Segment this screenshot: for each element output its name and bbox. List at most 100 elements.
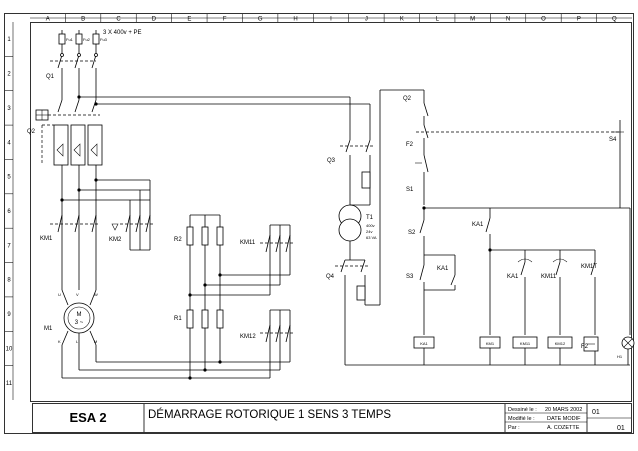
drawn-value: 20 MARS 2002 xyxy=(545,407,582,413)
q1-label: Q1 xyxy=(46,74,55,80)
km11-timed-label: KM11 xyxy=(541,274,557,280)
fuse-label-3: Fu3 xyxy=(100,37,108,42)
grid-column-label: N xyxy=(506,17,510,23)
fuse-3 xyxy=(92,33,100,45)
supply-label: 3 X 400v + PE xyxy=(103,30,142,36)
motor-terminal-m: M xyxy=(94,339,97,344)
motor-terminal-u: U xyxy=(58,292,61,297)
t1-name: T1 xyxy=(366,215,374,221)
by-label: Par : xyxy=(508,425,520,431)
resistor-r1c xyxy=(216,309,224,329)
coil-ka1-label: KA1 xyxy=(420,341,428,346)
t1-power: 63 VA xyxy=(366,235,377,240)
grid-row-label: 6 xyxy=(7,209,11,215)
grid-row-label: 5 xyxy=(7,175,11,181)
grid-row-label: 11 xyxy=(6,381,13,387)
fuses-q3: Q3 xyxy=(327,139,375,205)
grid-column-label: C xyxy=(116,17,121,23)
q4-fuse xyxy=(356,285,366,301)
grid-column-label: F xyxy=(223,17,227,23)
grid-column-label: G xyxy=(258,17,263,23)
fuse-label-2: Fu2 xyxy=(83,37,91,42)
control-circuit: Q2 F2 S1 S4 S2 KA1 S3 xyxy=(403,90,635,365)
motor-terminal-l: L xyxy=(76,339,79,344)
km12-power-label: KM12 xyxy=(240,334,256,340)
km1t-label: KM1T xyxy=(581,264,597,270)
coil-km12-label: KM12 xyxy=(555,341,566,346)
resistor-r1: R1 xyxy=(174,273,224,329)
lamp-label: H1 xyxy=(617,354,623,359)
contactor-km1-power: KM1 xyxy=(40,214,100,242)
fuse-2 xyxy=(75,33,83,45)
motor-symbol: M xyxy=(77,312,82,318)
s4-label: S4 xyxy=(609,137,617,143)
grid-column-label: P xyxy=(577,17,581,23)
title-block: ESA 2 DÉMARRAGE ROTORIQUE 1 SENS 3 TEMPS… xyxy=(32,403,632,433)
t1-secondary: 24v xyxy=(366,229,372,234)
grid-column-label: A xyxy=(46,17,50,23)
by-value: A. COZETTE xyxy=(547,425,580,431)
contactor-km11: KM11 xyxy=(190,224,295,296)
grid-column-label: I xyxy=(330,17,332,23)
fuse-group: Fu1 Fu2 Fu3 xyxy=(58,30,108,55)
f2-relay-label: F2 xyxy=(581,344,589,350)
f2-label: F2 xyxy=(406,142,414,148)
transformer-t1: T1 400v 24v 63 VA xyxy=(338,204,377,260)
km2-label: KM2 xyxy=(109,237,122,243)
sheet-number: 01 xyxy=(592,409,600,416)
contactor-km12: KM12 xyxy=(188,309,295,380)
q2-label: Q2 xyxy=(27,129,36,135)
resistor-r2b xyxy=(201,226,209,246)
r1-label: R1 xyxy=(174,316,182,322)
breaker-q2: Q2 xyxy=(27,99,103,166)
grid-column-label: Q xyxy=(612,17,617,23)
q4-label: Q4 xyxy=(326,274,335,280)
resistor-r2a xyxy=(186,226,194,246)
grid-column-label: H xyxy=(293,17,297,23)
grid-row-label: 7 xyxy=(7,243,11,249)
drawing-title: DÉMARRAGE ROTORIQUE 1 SENS 3 TEMPS xyxy=(148,408,391,421)
motor-terminal-w: W xyxy=(94,292,98,297)
motor-terminal-v: V xyxy=(76,292,79,297)
grid-column-label: O xyxy=(541,17,546,23)
isolator-q1: Q1 xyxy=(46,53,98,100)
resistor-r2c xyxy=(216,226,224,246)
motor-terminal-k: K xyxy=(58,339,61,344)
fuse-label-1: Fu1 xyxy=(66,37,74,42)
km11-power-label: KM11 xyxy=(240,240,256,246)
t1-primary: 400v xyxy=(366,223,375,228)
motor-m1: M 3 ~ M1 U V W K L M xyxy=(44,289,98,346)
grid-row-label: 8 xyxy=(7,278,11,284)
q3-label: Q3 xyxy=(327,158,336,164)
drawn-label: Dessiné le : xyxy=(508,407,537,413)
km1-power-label: KM1 xyxy=(40,236,53,242)
modified-label: Modifié le : xyxy=(508,416,535,422)
grid-column-label: M xyxy=(470,17,475,23)
grid-column-label: D xyxy=(152,17,157,23)
grid-column-label: B xyxy=(81,17,85,23)
grid-column-label: K xyxy=(400,17,404,23)
breaker-q4: Q4 xyxy=(326,89,630,366)
contactor-km2-power: KM2 xyxy=(60,178,155,251)
s1-label: S1 xyxy=(406,187,414,193)
coil-km11-label: KM11 xyxy=(520,341,531,346)
s2-label: S2 xyxy=(408,230,416,236)
motor-phase: 3 ~ xyxy=(75,320,84,326)
ka1-timed-label: KA1 xyxy=(507,274,519,280)
m1-label: M1 xyxy=(44,326,53,332)
coil-km1-label: KM1 xyxy=(486,341,495,346)
resistor-r1a xyxy=(186,309,194,329)
grid-row-label: 3 xyxy=(7,106,11,112)
r2-label: R2 xyxy=(174,237,182,243)
outer-frame xyxy=(4,13,634,434)
grid-row-label: 1 xyxy=(7,37,11,43)
fuse-1 xyxy=(58,33,66,45)
ka1-contact-label: KA1 xyxy=(472,222,484,228)
modified-value: DATE MODIF xyxy=(547,416,581,422)
grid-row-label: 4 xyxy=(7,140,11,146)
sheet-total: 01 xyxy=(617,425,625,432)
resistor-r1b xyxy=(201,309,209,329)
